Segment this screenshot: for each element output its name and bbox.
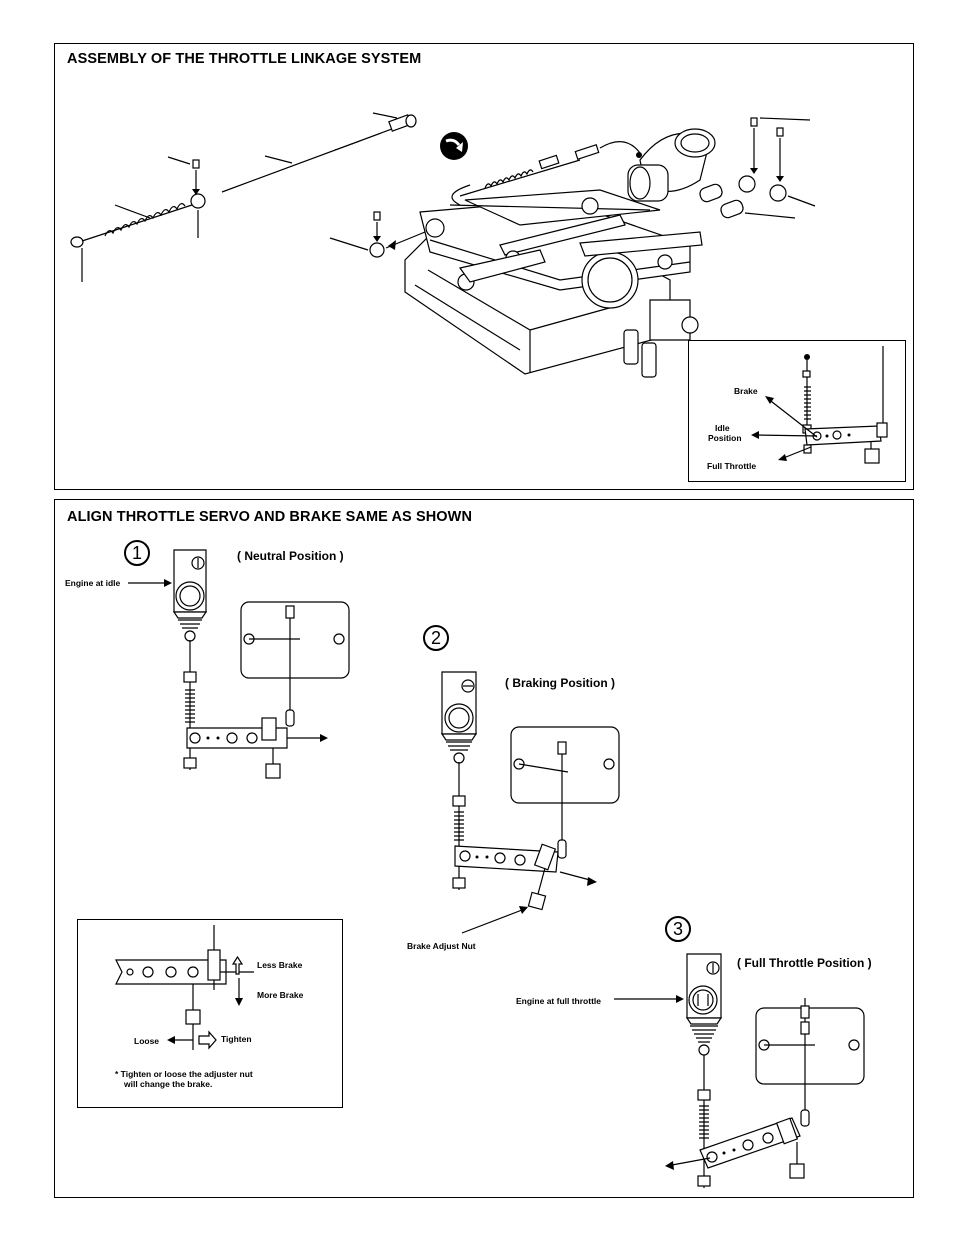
adjust-note-line2: will change the brake.	[124, 1079, 213, 1089]
brake-adjust-nut-label: Brake Adjust Nut	[407, 941, 476, 951]
engine-at-idle-label: Engine at idle	[65, 578, 121, 588]
step3-number-circle: 3	[665, 916, 691, 942]
assembly-title: ASSEMBLY OF THE THROTTLE LINKAGE SYSTEM	[67, 51, 422, 67]
engine-at-full-throttle-label: Engine at full throttle	[516, 996, 601, 1006]
tighten-label: Tighten	[221, 1034, 252, 1044]
throttle-positions-inset: Brake Idle Position Full Throttle	[688, 340, 906, 482]
step2-caption: ( Braking Position )	[505, 676, 616, 690]
full-throttle-label: Full Throttle	[707, 461, 757, 471]
brake-label: Brake	[734, 386, 758, 396]
assembly-diagram	[70, 112, 816, 378]
idle-position-label-line2: Position	[708, 433, 742, 443]
less-brake-label: Less Brake	[257, 960, 303, 970]
align-panel	[54, 499, 914, 1198]
step2-number-circle: 2	[423, 625, 449, 651]
assembly-panel	[54, 43, 914, 490]
brake-adjust-box: Less Brake More Brake Loose Tighten * Ti…	[77, 919, 343, 1108]
brake-adjust-drawing	[115, 925, 254, 1050]
align-title: ALIGN THROTTLE SERVO AND BRAKE SAME AS S…	[67, 509, 473, 525]
loose-label: Loose	[134, 1036, 160, 1046]
chassis-engine-drawing	[404, 128, 716, 378]
adjust-note-line1: * Tighten or loose the adjuster nut	[115, 1069, 253, 1079]
idle-position-label-line1: Idle	[715, 423, 730, 433]
throttle-positions-drawing	[751, 346, 888, 464]
exploded-linkage-parts	[70, 112, 417, 282]
step3-caption: ( Full Throttle Position )	[737, 956, 872, 970]
direction-arrow-icon	[440, 132, 468, 160]
step1-number-circle: 1	[124, 540, 150, 566]
step1-caption: ( Neutral Position )	[237, 549, 344, 563]
more-brake-label: More Brake	[257, 990, 304, 1000]
